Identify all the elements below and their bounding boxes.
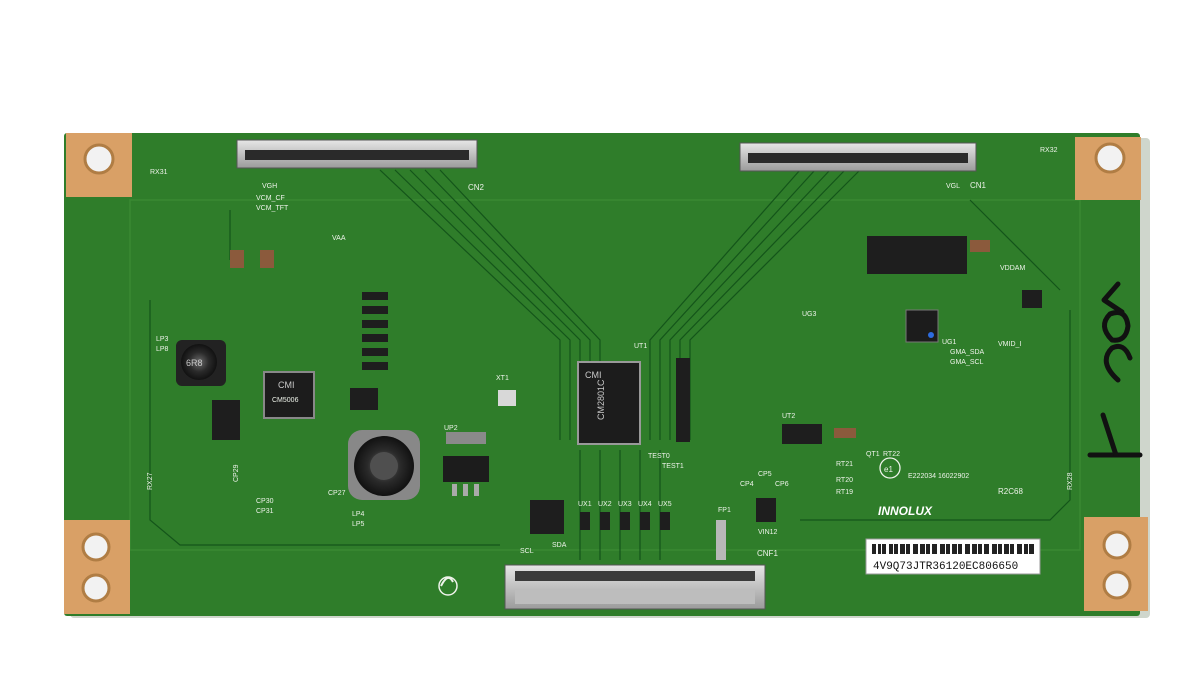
svg-text:RX28: RX28 — [1067, 472, 1074, 490]
svg-text:UG3: UG3 — [802, 311, 817, 318]
connector-cnf1 — [504, 564, 766, 610]
cert-mark: e1 — [879, 457, 901, 479]
connector-cn1 — [739, 142, 977, 172]
svg-text:CP4: CP4 — [740, 481, 754, 488]
ug1-chip — [905, 309, 939, 343]
svg-text:VMID_I: VMID_I — [998, 341, 1021, 348]
svg-text:CM5006: CM5006 — [272, 397, 299, 404]
mounting-pads — [64, 133, 1148, 614]
traces — [149, 169, 1071, 560]
svg-text:LP3: LP3 — [156, 336, 169, 343]
svg-text:UX5: UX5 — [658, 501, 672, 508]
svg-text:SDA: SDA — [552, 542, 567, 549]
svg-text:QT1: QT1 — [866, 451, 880, 458]
pmic-chip: CMI CM5006 — [263, 371, 315, 419]
connector-cn2 — [236, 139, 478, 169]
svg-text:VGL: VGL — [946, 183, 960, 190]
recycle-logo — [438, 576, 458, 596]
svg-text:GMA_SCL: GMA_SCL — [950, 359, 984, 366]
svg-text:RT22: RT22 — [883, 451, 900, 458]
svg-text:UX2: UX2 — [598, 501, 612, 508]
svg-text:TEST0: TEST0 — [648, 453, 670, 460]
board-inner-outline — [129, 199, 1081, 551]
svg-text:RX27: RX27 — [147, 472, 154, 490]
svg-text:UT2: UT2 — [782, 413, 795, 420]
svg-text:TEST1: TEST1 — [662, 463, 684, 470]
inductor-large — [348, 430, 420, 500]
svg-text:CMI: CMI — [278, 380, 295, 390]
regulator-up2 — [443, 432, 489, 496]
svg-text:LP5: LP5 — [352, 521, 365, 528]
inductor-left: 6R8 — [176, 340, 226, 386]
cn2-label: CN2 — [468, 183, 485, 192]
cnf1-label: CNF1 — [757, 549, 778, 558]
svg-text:VCM_CF: VCM_CF — [256, 195, 285, 202]
svg-text:LP4: LP4 — [352, 511, 365, 518]
svg-text:RT20: RT20 — [836, 477, 853, 484]
svg-text:e1: e1 — [884, 465, 893, 474]
svg-text:RX31: RX31 — [150, 169, 168, 176]
svg-text:CP29: CP29 — [233, 464, 240, 482]
svg-text:CP27: CP27 — [328, 490, 346, 497]
tcon-chip: CMI CM2801C — [577, 361, 641, 445]
svg-text:RT21: RT21 — [836, 461, 853, 468]
svg-text:GMA_SDA: GMA_SDA — [950, 349, 985, 356]
svg-text:VDDAM: VDDAM — [1000, 265, 1025, 272]
svg-text:CP31: CP31 — [256, 508, 274, 515]
svg-text:LP8: LP8 — [156, 346, 169, 353]
silkscreen-labels: RX31 RX32 RX27 RX28 VGH VGL VAA VCM_CF V… — [147, 147, 1074, 555]
handwritten-tcon — [1087, 281, 1143, 458]
svg-text:UX4: UX4 — [638, 501, 652, 508]
svg-text:CP5: CP5 — [758, 471, 772, 478]
serial-number: 4V9Q73JTR36120EC806650 — [873, 561, 1018, 573]
svg-text:VAA: VAA — [332, 235, 346, 242]
innolux-logo: INNOLUX — [878, 504, 933, 518]
svg-text:6R8: 6R8 — [186, 358, 203, 368]
svg-text:RX32: RX32 — [1040, 147, 1058, 154]
revision-code: R2C68 — [998, 487, 1023, 496]
serial-sticker: 4V9Q73JTR36120EC806650 — [865, 538, 1041, 575]
svg-text:E222034 16022902: E222034 16022902 — [908, 473, 969, 480]
smd-components — [212, 236, 1042, 560]
svg-text:UX3: UX3 — [618, 501, 632, 508]
svg-text:SCL: SCL — [520, 548, 534, 555]
svg-text:UP2: UP2 — [444, 425, 458, 432]
svg-text:CP30: CP30 — [256, 498, 274, 505]
svg-text:UT1: UT1 — [634, 343, 647, 350]
cn1-label: CN1 — [970, 181, 987, 190]
svg-text:UG1: UG1 — [942, 339, 957, 346]
svg-text:XT1: XT1 — [496, 375, 509, 382]
svg-text:RT19: RT19 — [836, 489, 853, 496]
svg-text:CP6: CP6 — [775, 481, 789, 488]
svg-text:VCM_TFT: VCM_TFT — [256, 205, 289, 212]
svg-text:VIN12: VIN12 — [758, 529, 778, 536]
svg-text:CM2801C: CM2801C — [596, 379, 606, 420]
svg-text:CMI: CMI — [585, 370, 602, 380]
svg-text:UX1: UX1 — [578, 501, 592, 508]
svg-text:VGH: VGH — [262, 183, 277, 190]
svg-text:FP1: FP1 — [718, 507, 731, 514]
